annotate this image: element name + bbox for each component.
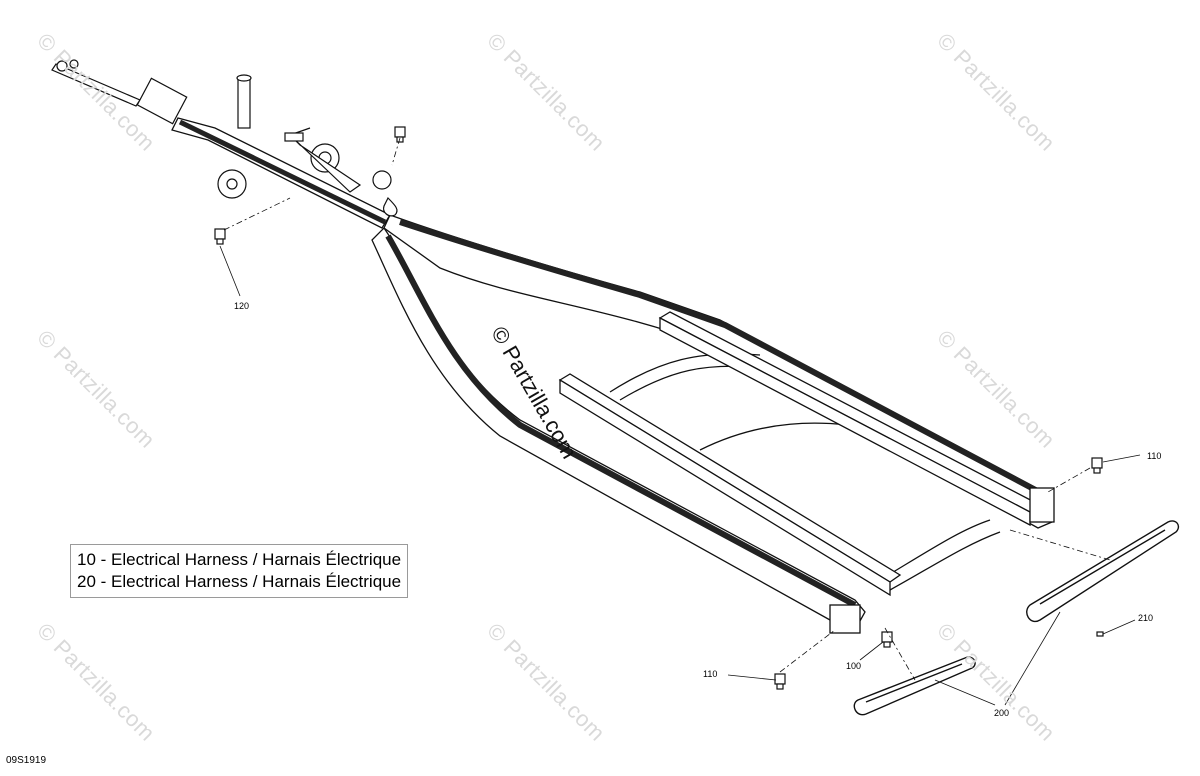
parts-legend: 10 - Electrical Harness / Harnais Électr… xyxy=(70,544,409,598)
tail-lights xyxy=(853,520,1180,716)
legend-item: 20 - Electrical Harness / Harnais Électr… xyxy=(77,572,402,591)
drawing-code: 09S1919 xyxy=(6,755,47,766)
callout-100: 100 xyxy=(846,661,862,671)
light-lower xyxy=(853,656,976,716)
bolt-100 xyxy=(881,631,893,648)
callout-110-bottom: 110 xyxy=(703,669,718,679)
callout-210: 210 xyxy=(1138,613,1154,623)
screw-210 xyxy=(1096,631,1104,637)
leader-lines xyxy=(219,245,1141,706)
callout-110-right: 110 xyxy=(1147,451,1162,461)
light-upper xyxy=(1026,520,1180,623)
bolt-top xyxy=(394,126,406,143)
coupler-winch-assembly xyxy=(51,59,398,217)
trailer-frame xyxy=(171,117,1055,634)
dashed-guides xyxy=(223,137,1111,681)
fasteners xyxy=(214,126,1104,690)
bolt-110-right xyxy=(1091,457,1103,474)
bolt-120 xyxy=(214,228,226,245)
bolt-110-bottom xyxy=(774,673,786,690)
legend-item: 10 - Electrical Harness / Harnais Électr… xyxy=(77,550,402,569)
callout-200: 200 xyxy=(994,708,1010,718)
callout-120: 120 xyxy=(234,301,250,311)
